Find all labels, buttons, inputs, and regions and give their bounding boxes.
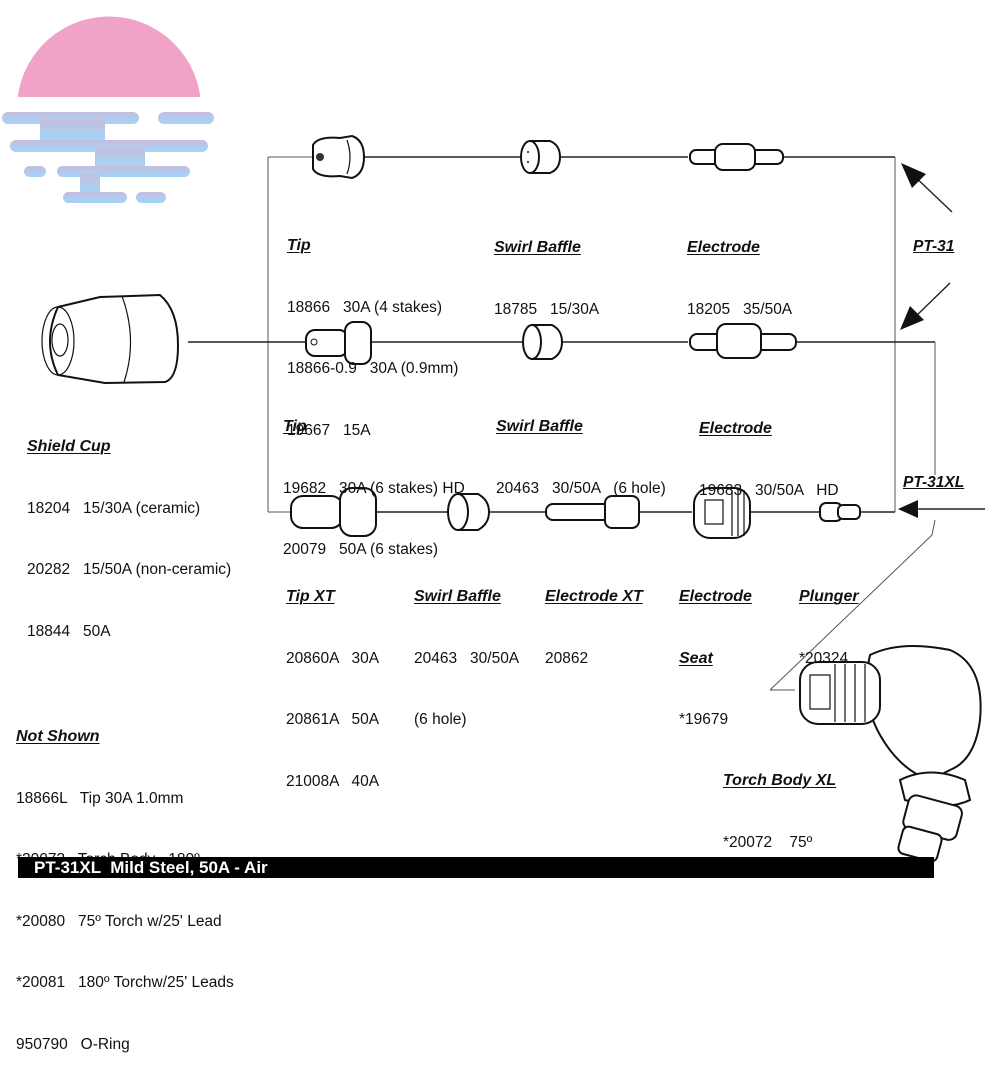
pt31xl-tag: PT-31XL xyxy=(903,474,965,491)
not-shown-item: *20081 180º Torchw/25' Leads xyxy=(16,974,234,991)
tip-xt-title: Tip XT xyxy=(286,588,335,605)
connector-lines xyxy=(188,156,936,691)
tip-xt-part: 21008A 40A xyxy=(286,772,380,790)
torch-body-label: Torch Body XL *20072 75º xyxy=(723,730,836,874)
tip-xt-part: 20860A 30A xyxy=(286,649,380,667)
electrode-row2-title: Electrode xyxy=(699,420,772,437)
shield-cup-drawing xyxy=(41,293,180,385)
water-waves-icon xyxy=(2,112,214,203)
electrode-row2-label: Electrode 19683 30/50A HD xyxy=(699,378,839,522)
not-shown-list: Not Shown 18866L Tip 30A 1.0mm *20073 To… xyxy=(16,686,234,1076)
swirl-baffle-row2-label: Swirl Baffle 20463 30/50A (6 hole) xyxy=(496,376,666,520)
tip-19682-drawing xyxy=(305,321,372,365)
electrode-row1-part: 18205 35/50A xyxy=(687,300,793,318)
shield-cup-part: 18844 50A xyxy=(27,622,111,640)
tip-row1-part: 19667 15A xyxy=(287,421,371,439)
tip-18866-drawing xyxy=(312,134,366,180)
torch-body-part: *20072 75º xyxy=(723,833,813,851)
pt31-lower-arrow-icon xyxy=(900,282,951,330)
sun-icon xyxy=(18,16,200,97)
pt31xl-arrow-icon xyxy=(898,500,985,518)
swirl-baffle-row3-part: (6 hole) xyxy=(414,711,467,728)
electrode-seat-label: Electrode Seat *19679 xyxy=(679,546,752,751)
swirl-baffle-row2-part: 20463 30/50A (6 hole) xyxy=(496,479,666,497)
tip-row2-part: 20079 50A (6 stakes) xyxy=(283,541,439,558)
tip-row2-title: Tip xyxy=(283,418,307,435)
swirl-baffle-20463-drawing xyxy=(522,324,564,360)
tip-xt-label: Tip XT 20860A 30A 20861A 50A 21008A 40A xyxy=(286,546,379,813)
swirl-baffle-row3-title: Swirl Baffle xyxy=(414,588,501,605)
tip-row1-part: 18866 30A (4 stakes) xyxy=(287,298,443,316)
tip-xt-drawing xyxy=(290,487,377,537)
plunger-label: Plunger *20324 xyxy=(799,546,859,690)
logo xyxy=(2,16,214,203)
tip-row2-part: 19682 30A (6 stakes) HD xyxy=(283,479,465,497)
tip-row1-part: 18866-0.9 30A (0.9mm) xyxy=(287,360,459,377)
torch-body-title: Torch Body XL xyxy=(723,772,837,789)
electrode-seat-part: *19679 xyxy=(679,711,729,728)
tip-xt-part: 20861A 50A xyxy=(286,711,380,728)
not-shown-item: *20080 75º Torch w/25' Lead xyxy=(16,912,222,930)
electrode-xt-drawing xyxy=(545,495,640,529)
plunger-drawing xyxy=(819,502,861,522)
electrode-18205-drawing xyxy=(689,143,784,171)
electrode-xt-part: 20862 xyxy=(545,649,589,667)
shield-cup-part: 20282 15/50A (non-ceramic) xyxy=(27,561,232,578)
plunger-part: *20324 xyxy=(799,649,849,667)
swirl-baffle-row2-title: Swirl Baffle xyxy=(496,418,583,435)
not-shown-item: 18866L Tip 30A 1.0mm xyxy=(16,789,184,807)
tip-row1-title: Tip xyxy=(287,237,311,254)
swirl-baffle-xt-drawing xyxy=(447,493,491,531)
electrode-seat-title: Electrode xyxy=(679,588,752,605)
electrode-row2-part: 19683 30/50A HD xyxy=(699,481,839,499)
not-shown-item: 950790 O-Ring xyxy=(16,1035,130,1053)
electrode-seat-drawing xyxy=(693,487,751,539)
pt31-tag: PT-31 xyxy=(913,238,955,255)
pt31-upper-arrow-icon xyxy=(901,163,953,213)
diagram-title: PT-31XL Mild Steel, 50A - Air xyxy=(34,858,268,877)
tip-row1-label: Tip 18866 30A (4 stakes) 18866-0.9 30A (… xyxy=(287,195,458,462)
electrode-row1-title: Electrode xyxy=(687,239,760,256)
shield-cup-part: 18204 15/30A (ceramic) xyxy=(27,499,201,517)
electrode-seat-title-2: Seat xyxy=(679,649,713,667)
electrode-19683-drawing xyxy=(689,323,797,359)
electrode-xt-title: Electrode XT xyxy=(545,588,643,605)
tip-row2-label: Tip 19682 30A (6 stakes) HD 20079 50A (6… xyxy=(283,376,465,581)
swirl-baffle-18785-drawing xyxy=(520,140,562,174)
shield-cup-label: Shield Cup 18204 15/30A (ceramic) 20282 … xyxy=(27,396,231,663)
swirl-baffle-row3-label: Swirl Baffle 20463 30/50A (6 hole) xyxy=(414,546,519,751)
shield-cup-title: Shield Cup xyxy=(27,438,111,455)
swirl-baffle-row1-label: Swirl Baffle 18785 15/30A xyxy=(494,197,599,341)
swirl-baffle-row3-part: 20463 30/50A xyxy=(414,649,520,667)
electrode-xt-label: Electrode XT 20862 xyxy=(545,546,643,690)
plunger-title: Plunger xyxy=(799,588,859,605)
title-bar: PT-31XL Mild Steel, 50A - Air xyxy=(18,857,934,878)
electrode-row1-label: Electrode 18205 35/50A xyxy=(687,197,792,341)
swirl-baffle-row1-part: 18785 15/30A xyxy=(494,300,600,318)
parts-diagram xyxy=(41,134,985,863)
torch-body-xl-drawing xyxy=(799,645,982,863)
swirl-baffle-row1-title: Swirl Baffle xyxy=(494,239,581,256)
not-shown-title: Not Shown xyxy=(16,728,100,745)
